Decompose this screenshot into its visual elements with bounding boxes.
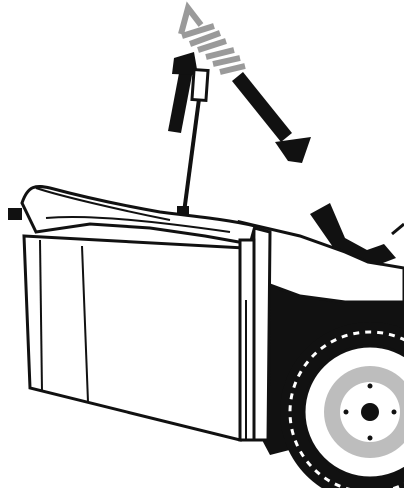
collector-tilt-arrow (232, 72, 311, 163)
collector-bag (24, 236, 254, 440)
collector-lid (8, 187, 255, 244)
